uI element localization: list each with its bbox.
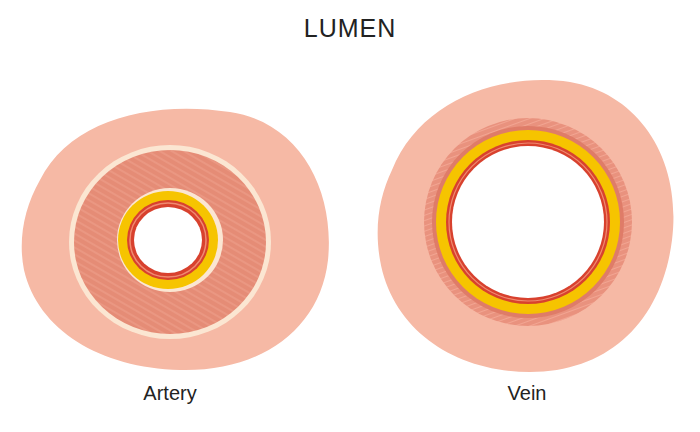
artery-lumen — [134, 207, 202, 273]
vein-intima-inner — [449, 143, 607, 301]
vein-yellow-layer — [436, 130, 620, 314]
vein-intima — [446, 140, 610, 304]
vessel-label: Artery — [143, 382, 196, 405]
vein-media-inner — [432, 126, 624, 318]
artery-intima-inner — [130, 203, 206, 277]
vein-adventitia — [378, 80, 674, 372]
diagram-title: LUMEN — [304, 14, 397, 43]
artery-cross-section — [22, 109, 329, 370]
artery-adventitia — [22, 109, 329, 370]
vessel-label: Vein — [508, 382, 547, 405]
artery-media — [74, 150, 266, 334]
artery-external-elastic — [69, 145, 271, 339]
artery-yellow-layer — [118, 191, 218, 289]
vein-lumen — [452, 146, 604, 298]
vein-media — [424, 118, 632, 326]
artery-internal-elastic — [117, 188, 223, 292]
vein-cross-section — [378, 80, 674, 372]
artery-intima — [127, 200, 209, 280]
